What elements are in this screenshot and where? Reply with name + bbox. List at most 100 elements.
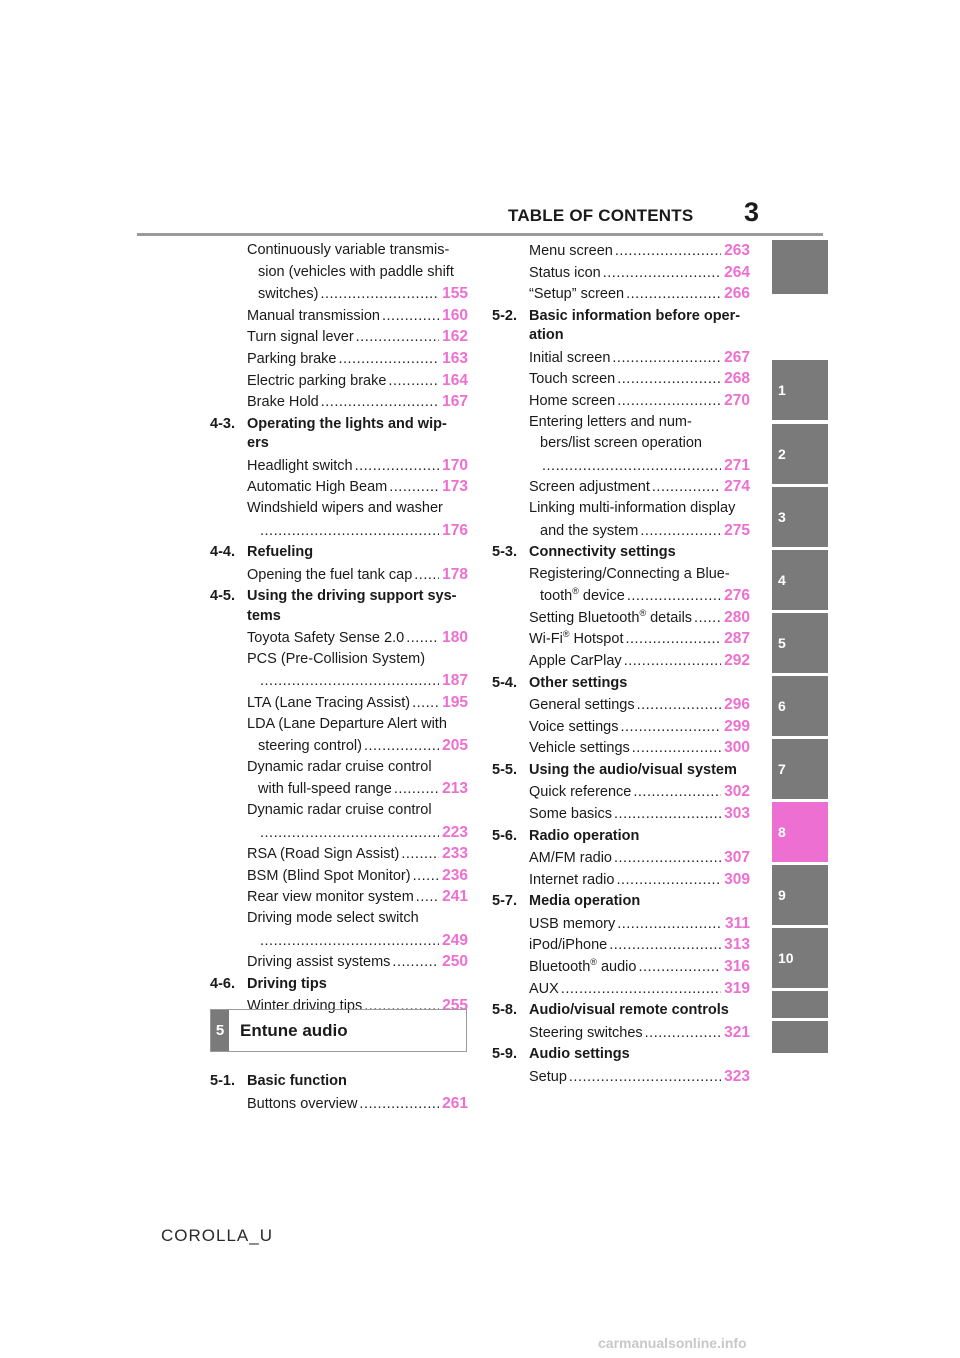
page-reference[interactable]: 287 (724, 630, 750, 648)
page-reference[interactable]: 250 (442, 953, 468, 971)
page-reference[interactable]: 276 (724, 587, 750, 605)
page-reference[interactable]: 173 (442, 478, 468, 496)
chapter-tab[interactable]: 5 (772, 613, 828, 673)
chapter-tab[interactable]: 2 (772, 424, 828, 484)
toc-entry[interactable]: Setup323 (492, 1066, 750, 1088)
page-reference[interactable]: 299 (724, 717, 750, 735)
toc-section-heading[interactable]: 5-9.Audio settings (492, 1043, 750, 1066)
page-reference[interactable]: 296 (724, 696, 750, 714)
chapter-tab[interactable] (772, 240, 828, 294)
toc-entry[interactable]: Entering letters and num-bers/list scree… (492, 412, 750, 477)
toc-entry[interactable]: Setting Bluetooth® details280 (492, 607, 750, 629)
page-reference[interactable]: 178 (442, 565, 468, 583)
toc-entry[interactable]: Driving assist systems250 (210, 951, 468, 973)
toc-entry[interactable]: Continuously variable transmis-sion (veh… (210, 240, 468, 305)
toc-entry[interactable]: Steering switches321 (492, 1022, 750, 1044)
page-reference[interactable]: 309 (724, 870, 750, 888)
page-reference[interactable]: 261 (442, 1094, 468, 1112)
page-reference[interactable]: 311 (724, 914, 750, 932)
page-reference[interactable]: 316 (724, 957, 750, 975)
page-reference[interactable]: 163 (442, 349, 468, 367)
toc-entry[interactable]: Registering/Connecting a Blue-tooth® dev… (492, 564, 750, 607)
toc-entry[interactable]: Some basics303 (492, 803, 750, 825)
toc-entry[interactable]: Headlight switch170 (210, 455, 468, 477)
toc-section-heading[interactable]: 5-6.Radio operation (492, 825, 750, 848)
toc-entry[interactable]: Manual transmission160 (210, 305, 468, 327)
page-reference[interactable]: 160 (442, 306, 468, 324)
toc-entry[interactable]: Automatic High Beam173 (210, 476, 468, 498)
toc-entry[interactable]: Dynamic radar cruise control223 (210, 800, 468, 843)
page-reference[interactable]: 187 (442, 672, 468, 690)
page-reference[interactable]: 280 (724, 608, 750, 626)
page-reference[interactable]: 292 (724, 652, 750, 669)
toc-entry[interactable]: PCS (Pre-Collision System)187 (210, 649, 468, 692)
page-reference[interactable]: 267 (724, 348, 750, 366)
toc-entry[interactable]: Bluetooth® audio316 (492, 956, 750, 978)
toc-entry[interactable]: Voice settings299 (492, 716, 750, 738)
toc-entry[interactable]: Electric parking brake164 (210, 370, 468, 392)
toc-entry[interactable]: Parking brake163 (210, 348, 468, 370)
page-reference[interactable]: 268 (724, 370, 750, 388)
chapter-tab[interactable]: 8 (772, 802, 828, 862)
toc-entry[interactable]: LTA (Lane Tracing Assist)195 (210, 692, 468, 714)
toc-entry[interactable]: General settings296 (492, 694, 750, 716)
toc-entry[interactable]: Brake Hold167 (210, 391, 468, 413)
page-reference[interactable]: 300 (724, 739, 750, 757)
page-reference[interactable]: 275 (724, 521, 750, 539)
page-reference[interactable]: 236 (442, 866, 468, 884)
page-reference[interactable]: 155 (442, 285, 468, 303)
toc-entry[interactable]: Apple CarPlay292 (492, 650, 750, 672)
toc-entry[interactable]: Vehicle settings300 (492, 737, 750, 759)
toc-entry[interactable]: Touch screen268 (492, 368, 750, 390)
toc-entry[interactable]: Windshield wipers and washer176 (210, 498, 468, 541)
toc-entry[interactable]: AM/FM radio307 (492, 847, 750, 869)
page-reference[interactable]: 303 (724, 804, 750, 822)
chapter-tab[interactable]: 4 (772, 550, 828, 610)
page-reference[interactable]: 233 (442, 845, 468, 863)
chapter-tab[interactable] (772, 991, 828, 1018)
page-reference[interactable]: 319 (724, 979, 750, 997)
page-reference[interactable]: 180 (442, 629, 468, 647)
page-reference[interactable]: 313 (724, 936, 750, 954)
chapter-tab[interactable]: 1 (772, 360, 828, 420)
toc-section-heading[interactable]: 5-1.Basic function (210, 1070, 468, 1093)
toc-entry[interactable]: USB memory311 (492, 913, 750, 935)
toc-entry[interactable]: Home screen270 (492, 390, 750, 412)
page-reference[interactable]: 213 (442, 780, 468, 798)
toc-section-heading[interactable]: 4-4.Refueling (210, 541, 468, 564)
toc-entry[interactable]: “Setup” screen266 (492, 283, 750, 305)
page-reference[interactable]: 223 (442, 823, 468, 841)
toc-entry[interactable]: iPod/iPhone313 (492, 934, 750, 956)
page-reference[interactable]: 170 (442, 456, 468, 474)
chapter-tab[interactable] (772, 1021, 828, 1053)
toc-entry[interactable]: Initial screen267 (492, 347, 750, 369)
toc-entry[interactable]: BSM (Blind Spot Monitor)236 (210, 865, 468, 887)
toc-entry[interactable]: Screen adjustment274 (492, 476, 750, 498)
page-reference[interactable]: 195 (442, 694, 468, 711)
page-reference[interactable]: 167 (442, 393, 468, 411)
toc-entry[interactable]: Driving mode select switch249 (210, 908, 468, 951)
page-reference[interactable]: 302 (724, 783, 750, 801)
toc-entry[interactable]: Wi-Fi® Hotspot287 (492, 628, 750, 650)
chapter-tab[interactable]: 6 (772, 676, 828, 736)
page-reference[interactable]: 264 (724, 263, 750, 281)
page-reference[interactable]: 307 (724, 849, 750, 867)
chapter-tab[interactable]: 3 (772, 487, 828, 547)
page-reference[interactable]: 164 (442, 371, 468, 389)
page-reference[interactable]: 176 (442, 521, 468, 539)
page-reference[interactable]: 263 (724, 242, 750, 259)
toc-entry[interactable]: Status icon264 (492, 262, 750, 284)
toc-section-heading[interactable]: 5-7.Media operation (492, 890, 750, 913)
toc-section-heading[interactable]: 4-5.Using the driving support sys-tems (210, 585, 468, 627)
toc-section-heading[interactable]: 5-4.Other settings (492, 672, 750, 695)
toc-entry[interactable]: Internet radio309 (492, 869, 750, 891)
toc-section-heading[interactable]: 5-5.Using the audio/visual system (492, 759, 750, 782)
page-reference[interactable]: 271 (724, 456, 750, 474)
chapter-tab[interactable]: 7 (772, 739, 828, 799)
toc-entry[interactable]: Turn signal lever162 (210, 326, 468, 348)
toc-entry[interactable]: Rear view monitor system241 (210, 886, 468, 908)
toc-entry[interactable]: Quick reference302 (492, 781, 750, 803)
toc-entry[interactable]: Opening the fuel tank cap178 (210, 564, 468, 586)
